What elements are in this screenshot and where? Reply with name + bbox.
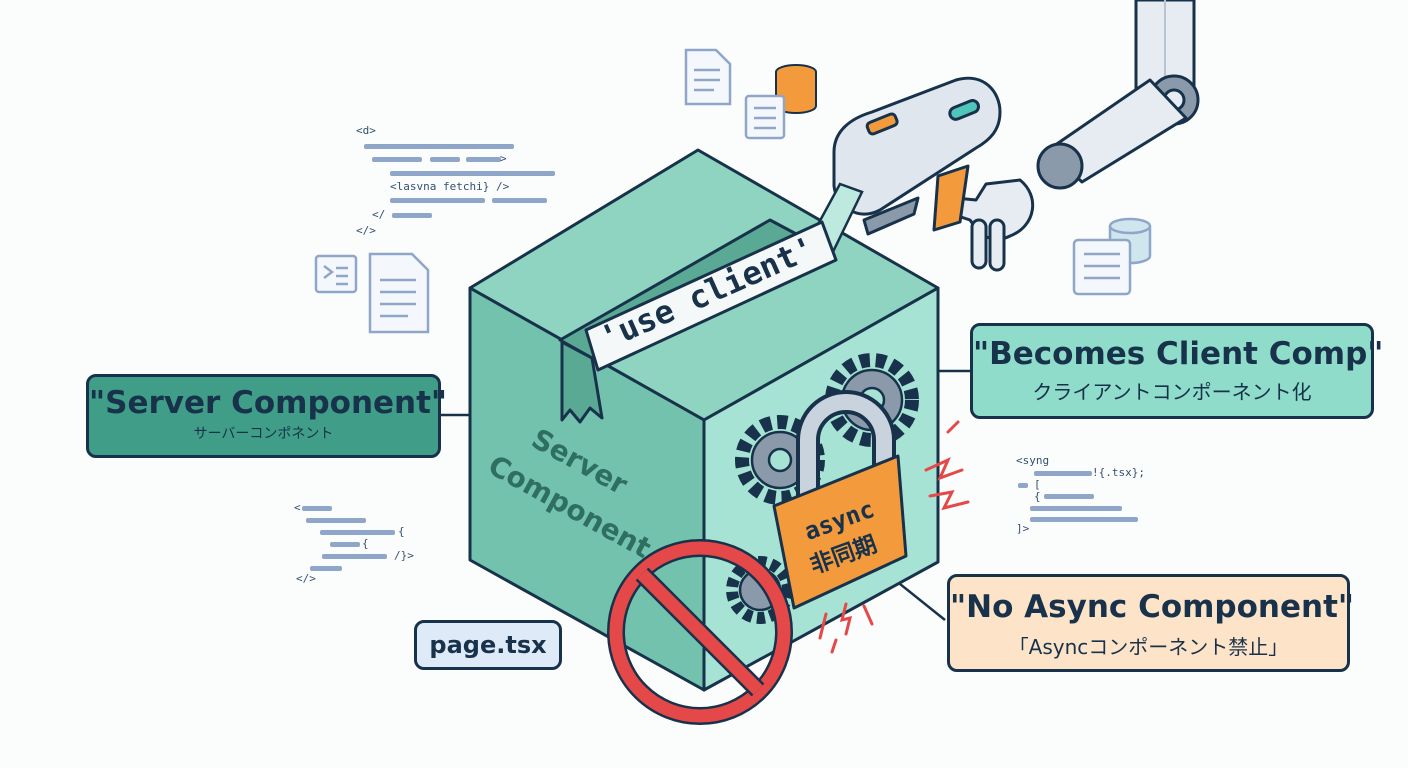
robot-arm-icon xyxy=(943,0,1200,272)
callout-title: "Becomes Client Comp" xyxy=(973,336,1384,372)
file-name-chip: page.tsx xyxy=(414,620,562,670)
terminal-icon xyxy=(314,254,358,294)
list-icon xyxy=(744,94,786,140)
code-line: </> xyxy=(296,572,316,585)
code-line: < xyxy=(294,501,301,514)
callout-subtitle: 「Asyncコンポーネント禁止」 xyxy=(1008,635,1289,659)
code-line: <d> xyxy=(356,124,376,137)
prohibited-icon xyxy=(607,539,793,725)
callout-title: "No Async Component" xyxy=(950,589,1355,625)
server-component-callout: "Server Component" サーバーコンポネント xyxy=(86,374,448,458)
list-icon xyxy=(1072,238,1132,296)
callout-subtitle: サーバーコンポネント xyxy=(193,426,334,442)
code-line: { xyxy=(362,537,369,550)
code-line: !{.tsx}; xyxy=(1092,466,1145,479)
document-icon xyxy=(368,252,430,334)
code-line: { xyxy=(1034,490,1041,503)
code-snippet-right: <syng !{.tsx}; [ { ]> xyxy=(1016,454,1145,535)
code-line: /}> xyxy=(394,549,414,562)
database-icon xyxy=(775,64,817,114)
code-line: </ xyxy=(372,208,385,221)
code-line: { xyxy=(398,525,405,538)
tape-gun-icon xyxy=(832,76,1002,236)
code-snippet-top-left: <d> > <lasvna fetchi} /> </ </> xyxy=(356,124,555,237)
code-line: ]> xyxy=(1016,522,1030,535)
callout-subtitle: クライアントコンポーネント化 xyxy=(1032,380,1312,404)
document-icon xyxy=(684,48,732,106)
code-line: [ xyxy=(1034,478,1041,491)
code-line: <syng xyxy=(1016,454,1049,467)
code-snippet-bottom-left: < { { /}> </> xyxy=(294,501,414,585)
no-async-callout: "No Async Component" 「Asyncコンポーネント禁止」 xyxy=(947,574,1355,672)
callout-title: "Server Component" xyxy=(89,385,448,421)
code-line: </> xyxy=(356,224,376,237)
warning-sparks xyxy=(818,420,970,654)
box-tape-flap xyxy=(560,340,604,424)
tape-label-strip xyxy=(584,220,838,372)
code-line: <lasvna fetchi} /> xyxy=(390,180,510,193)
async-padlock xyxy=(772,390,908,610)
client-component-callout: "Becomes Client Comp" クライアントコンポーネント化 xyxy=(970,323,1384,419)
svg-text:>: > xyxy=(500,152,507,165)
